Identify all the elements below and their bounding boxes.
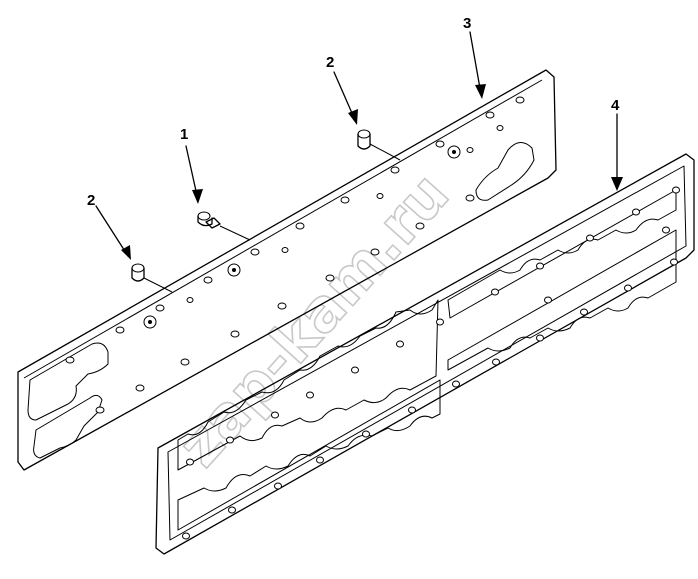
plate-part-3 [17,69,557,471]
callout-label-4: 4 [611,97,620,114]
callout-label-3: 3 [463,15,471,32]
callout-label-2-right: 2 [326,54,334,71]
gasket-part-4 [155,153,695,555]
plate-holes [65,96,525,414]
plug-part-2a [131,263,173,293]
callout-arrows [95,31,623,260]
callout-label-2-left: 2 [87,192,95,209]
watermark-text: zap-kam.ru [165,160,462,479]
plug-part-2b [357,129,401,161]
plug-part-1 [197,211,251,241]
callout-label-1: 1 [180,126,188,143]
